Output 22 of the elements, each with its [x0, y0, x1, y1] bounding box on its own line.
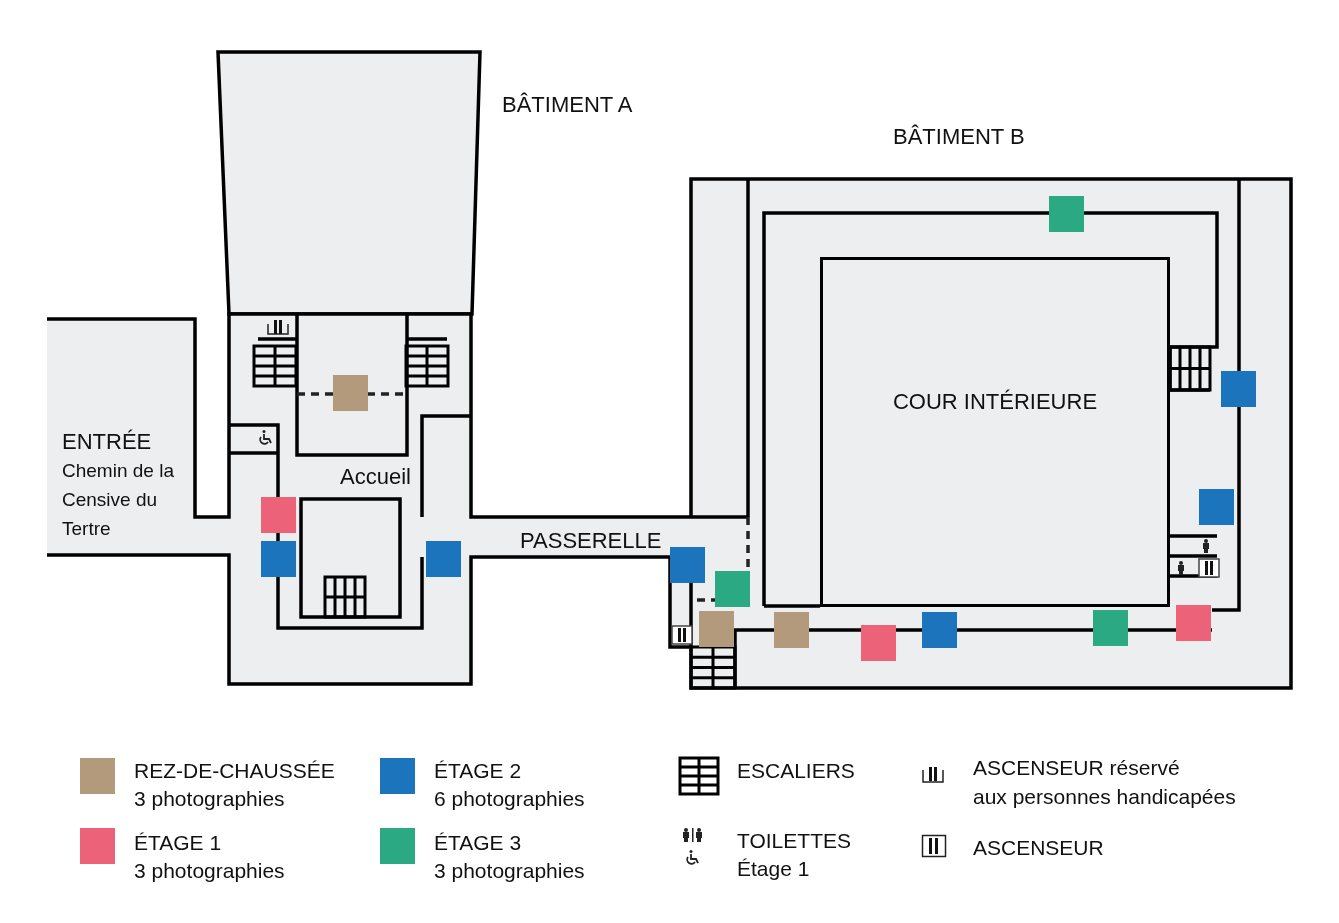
- legend-label: ESCALIERS: [737, 758, 855, 784]
- legend-label: ÉTAGE 2: [434, 758, 522, 784]
- area-label: BÂTIMENT A: [502, 91, 633, 119]
- legend-note: 3 photographies: [434, 858, 585, 884]
- area-label: BÂTIMENT B: [893, 123, 1025, 151]
- legend-label: ASCENSEUR: [973, 835, 1104, 861]
- area-label: Chemin de la Censive du Tertre: [62, 459, 174, 541]
- legend-label: REZ-DE-CHAUSSÉE: [134, 758, 335, 784]
- legend-note: aux personnes handicapées: [973, 784, 1236, 810]
- legend-label: TOILETTES: [737, 828, 851, 854]
- area-label: Accueil: [340, 463, 411, 491]
- room-label: COUR INTÉRIEURE: [892, 387, 1098, 416]
- legend-note: 6 photographies: [434, 786, 585, 812]
- area-label: PASSERELLE: [520, 527, 662, 555]
- legend-label: ÉTAGE 1: [134, 830, 222, 856]
- area-label: ENTRÉE: [62, 428, 152, 456]
- legend-note: 3 photographies: [134, 786, 285, 812]
- legend-note: Étage 1: [737, 856, 810, 882]
- legend-label: ÉTAGE 3: [434, 830, 522, 856]
- legend-note: 3 photographies: [134, 858, 285, 884]
- courtyard-room: [820, 257, 1170, 607]
- legend-label: ASCENSEUR réservé: [973, 755, 1180, 781]
